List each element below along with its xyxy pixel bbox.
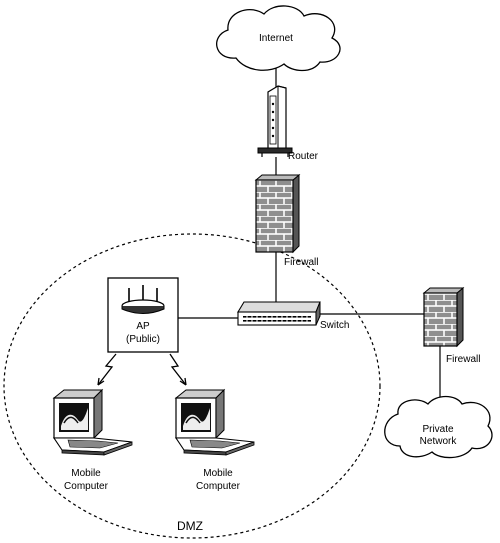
private-network-label-1: Private: [422, 424, 454, 435]
firewall-right-label: Firewall: [446, 354, 480, 365]
firewall-icon: [422, 286, 465, 348]
ap-label-1: AP: [136, 321, 150, 332]
cloud-icon: [216, 5, 341, 72]
connection-lines: [178, 68, 441, 404]
private-network-cloud: Private Network: [384, 395, 493, 459]
firewall-top: Firewall: [254, 173, 318, 268]
dmz-label: DMZ: [177, 519, 203, 533]
switch-label: Switch: [320, 320, 349, 331]
wireless-link-icon: [97, 353, 117, 386]
firewall-right: Firewall: [422, 286, 480, 365]
cloud-icon: [384, 395, 493, 459]
internet-cloud: Internet: [216, 5, 341, 72]
mobile-computer-1: Mobile Computer: [52, 388, 133, 492]
firewall-icon: [254, 173, 301, 254]
wireless-links: [97, 353, 187, 386]
dmz-boundary: [3, 233, 381, 539]
mobile-computer-1-label-1: Mobile: [71, 468, 101, 479]
access-point: AP (Public): [107, 277, 179, 353]
switch-icon: [237, 301, 321, 326]
mobile-computer-2: Mobile Computer: [174, 388, 255, 492]
router-label: Router: [288, 151, 319, 162]
ap-label-2: (Public): [126, 334, 160, 345]
mobile-computer-1-label-2: Computer: [64, 481, 109, 492]
internet-label: Internet: [259, 33, 293, 44]
router-icon: [257, 85, 293, 157]
switch: Switch: [237, 301, 349, 331]
firewall-top-label: Firewall: [284, 257, 318, 268]
wireless-link-icon: [169, 353, 187, 386]
router: Router: [257, 85, 319, 162]
mobile-computer-2-label-1: Mobile: [203, 468, 233, 479]
laptop-icon: [174, 388, 255, 456]
laptop-icon: [52, 388, 133, 456]
private-network-label-2: Network: [420, 436, 458, 447]
access-point-icon: [121, 285, 165, 314]
mobile-computer-2-label-2: Computer: [196, 481, 241, 492]
